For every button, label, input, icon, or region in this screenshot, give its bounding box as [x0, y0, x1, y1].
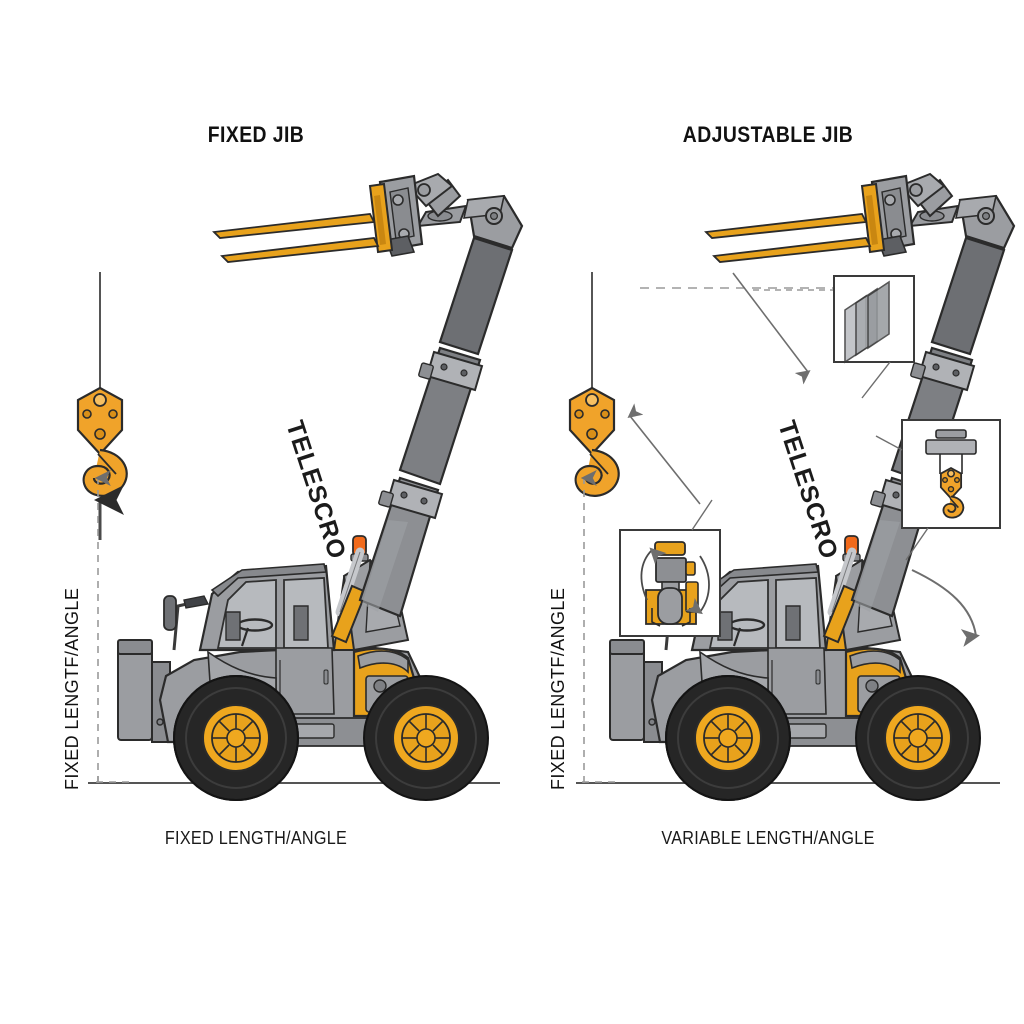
- machine-fixed-jib: [116, 534, 490, 802]
- callout-telescopic-sections: [752, 275, 915, 399]
- panel-title-adjustable-jib: ADJUSTABLE JIB: [682, 122, 854, 147]
- panel-fixed-jib: FIXED JIB FIXED LENGTH/ANGLE: [164, 122, 348, 848]
- callout-pivot-mechanism: [619, 499, 721, 637]
- panel-caption-fixed-jib: FIXED LENGTH/ANGLE: [164, 828, 348, 848]
- hook-block-right: [568, 386, 620, 497]
- boom-label-adjustable: TELESCRO: [772, 417, 843, 563]
- dimension-fixed-length-angle-right: [580, 470, 616, 783]
- dimension-fixed-length-angle-left: [94, 470, 130, 783]
- panel-caption-adjustable-jib: VARIABLE LENGTH/ANGLE: [661, 828, 875, 848]
- boom-label-fixed: TELESCRO: [280, 417, 351, 563]
- panel-title-fixed-jib: FIXED JIB: [207, 122, 305, 147]
- panel-adjustable-jib: ADJUSTABLE JIB VARIABLE LENGTH/ANGLE: [512, 0, 1024, 1024]
- hook-block-left: [76, 386, 128, 497]
- boom-angle-sweep-arrow: [911, 569, 980, 647]
- callout-hook-block-detail: [875, 419, 1001, 561]
- boom-retract-arrow-up: [627, 403, 701, 505]
- boom-extend-arrow-down: [732, 272, 811, 385]
